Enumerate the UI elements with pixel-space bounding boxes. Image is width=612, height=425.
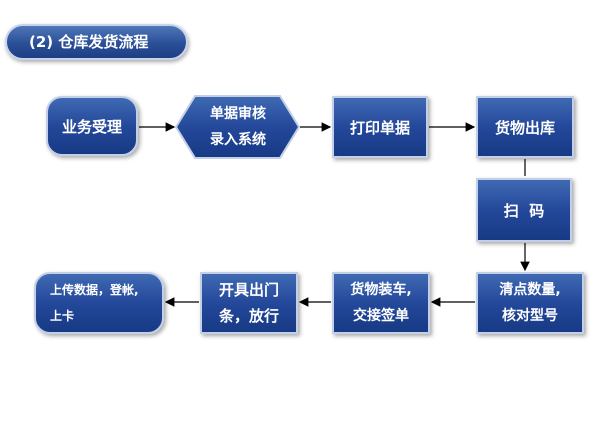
node-label-line1: 上传数据，登帐,: [50, 283, 139, 297]
node-print-docs: 打印单据: [332, 96, 428, 158]
node-doc-review: 单据审核 录入系统: [190, 98, 286, 156]
node-label-line1: 单据审核: [210, 106, 266, 122]
node-label-line2: 上卡: [50, 309, 75, 323]
node-label: 货物出库: [494, 118, 555, 137]
node-label: 业务受理: [61, 117, 122, 136]
node-count: 清点数量, 核对型号: [476, 272, 584, 334]
node-label: 扫 码: [503, 201, 545, 220]
node-label-line1: 开具出门: [218, 281, 279, 299]
node-scan: 扫 码: [476, 178, 572, 242]
node-label-line1: 货物装车,: [350, 282, 412, 298]
node-business-acceptance: 业务受理: [46, 96, 138, 156]
node-label-line2: 核对型号: [501, 308, 558, 324]
node-goods-out: 货物出库: [476, 96, 574, 158]
node-label-line2: 条，放行: [218, 307, 279, 325]
node-exit-permit: 开具出门 条，放行: [200, 272, 298, 334]
node-label-line2: 交接签单: [352, 308, 409, 324]
node-upload: 上传数据，登帐, 上卡: [34, 272, 164, 334]
node-loading: 货物装车, 交接签单: [332, 272, 430, 334]
node-label-line1: 清点数量,: [499, 282, 561, 298]
diagram-title: (2) 仓库发货流程: [5, 24, 188, 60]
node-label-line2: 录入系统: [210, 132, 266, 148]
node-label: 打印单据: [349, 118, 410, 137]
